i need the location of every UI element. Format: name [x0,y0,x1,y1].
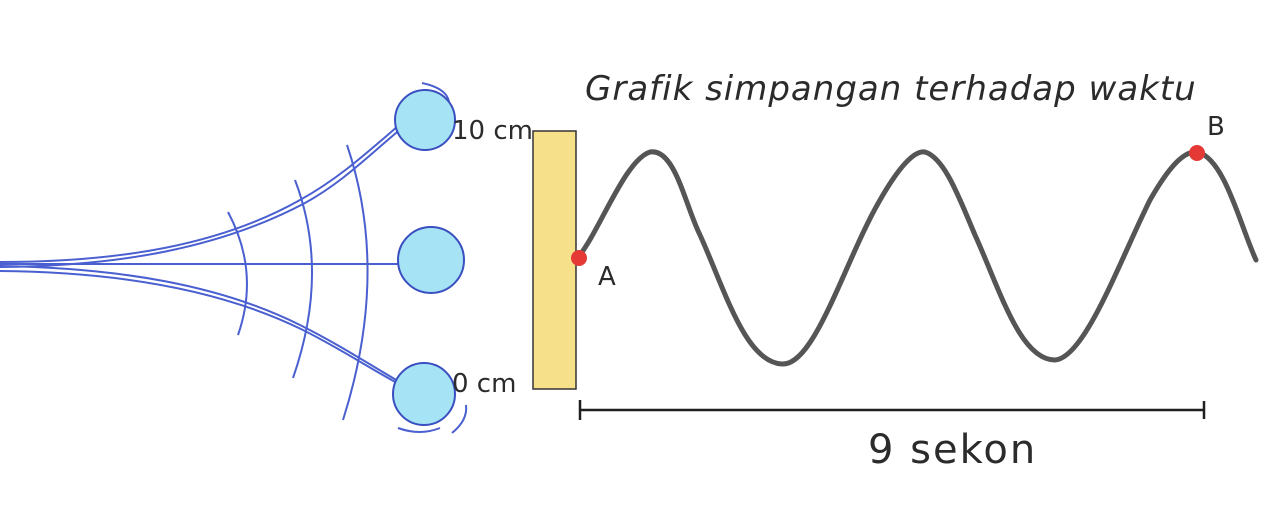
point-a-marker [571,250,587,266]
point-a-label: A [598,262,616,292]
graph-title: Grafik simpangan terhadap waktu [585,69,1197,109]
motion-mark [397,427,441,433]
point-b-marker [1189,145,1205,161]
ball-middle [397,226,465,294]
pendulum-strings [0,119,409,390]
label-10cm: 10 cm [452,116,533,146]
swing-arc [292,179,313,379]
duration-label: 9 sekon [868,427,1037,473]
string-lower-2 [0,270,409,390]
string-lower [0,265,406,386]
swing-arc [342,144,369,421]
string-upper [0,119,406,263]
swing-arc [227,211,248,336]
string-upper-2 [0,122,409,268]
duration-bracket [578,400,1206,420]
ruler-bar [532,130,577,390]
point-b-label: B [1207,112,1225,142]
ball-bottom [392,362,456,426]
displacement-wave [576,149,1259,367]
pendulum-balls [392,89,465,426]
swing-arcs [227,82,468,434]
ball-top [394,89,456,151]
label-0cm: 0 cm [452,369,516,399]
motion-mark [451,404,468,434]
